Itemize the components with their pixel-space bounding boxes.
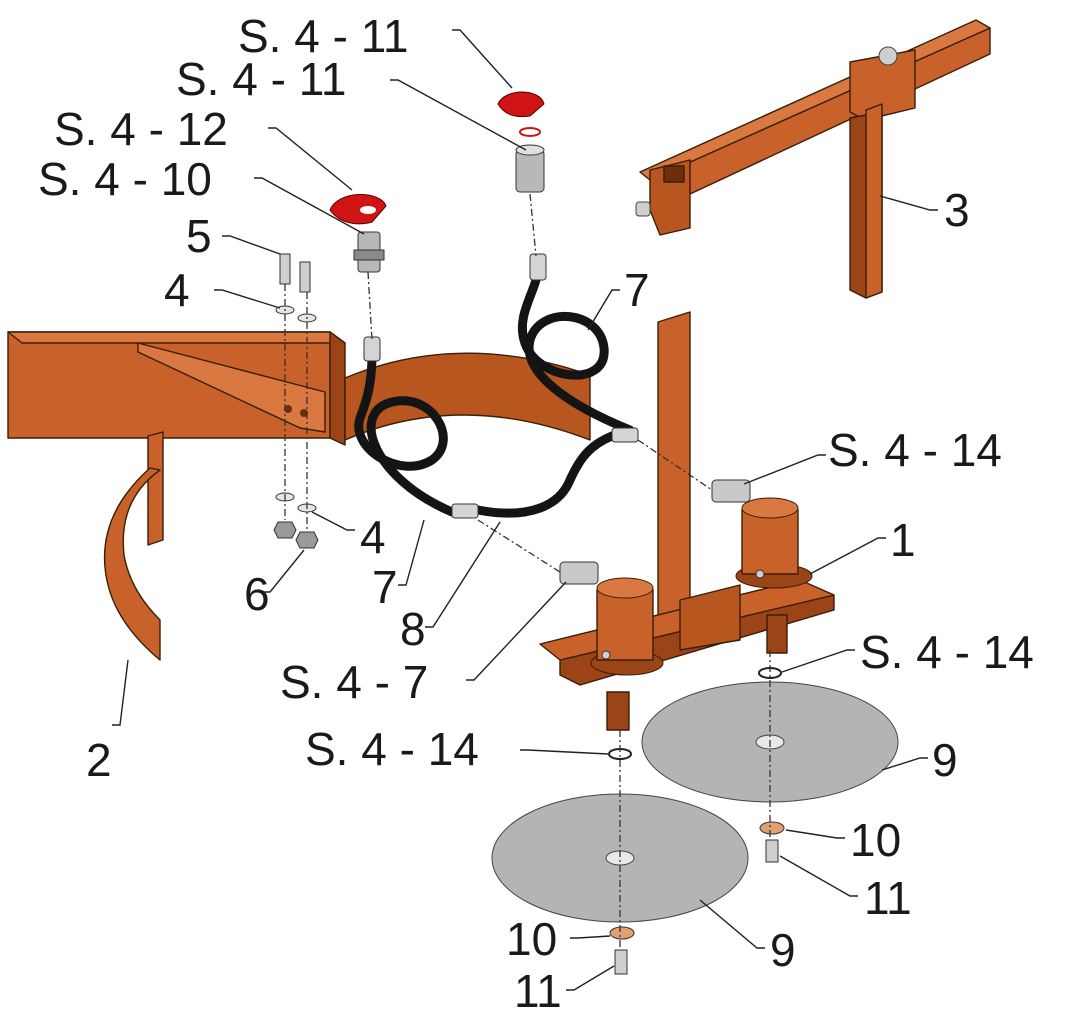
callout-1: 1 bbox=[890, 514, 916, 566]
callout-6: 6 bbox=[244, 568, 270, 620]
coupling-s4-10 bbox=[353, 231, 385, 273]
callout-s4-11-top: S. 4 - 11 bbox=[238, 10, 408, 62]
callout-11-left: 11 bbox=[514, 965, 562, 1011]
callout-4-bottom: 4 bbox=[360, 511, 386, 563]
callout-labels: S. 4 - 11 S. 4 - 11 S. 4 - 12 S. 4 - 10 … bbox=[38, 10, 1034, 1011]
callout-4-top: 4 bbox=[164, 264, 190, 316]
callout-9-left: 9 bbox=[770, 924, 796, 976]
hydraulic-hoses bbox=[354, 253, 639, 519]
valve-s4-7 bbox=[559, 561, 599, 585]
callout-s4-10: S. 4 - 10 bbox=[38, 153, 212, 205]
base-plate-part-1 bbox=[539, 311, 835, 731]
callout-s4-14-right: S. 4 - 14 bbox=[828, 424, 1002, 476]
callout-s4-14-lower: S. 4 - 14 bbox=[860, 626, 1034, 678]
callout-8: 8 bbox=[400, 603, 426, 655]
upper-bracket-part-3 bbox=[635, 19, 991, 299]
dust-cap-s4-11 bbox=[497, 91, 545, 118]
callout-9-right: 9 bbox=[932, 734, 958, 786]
dust-cap-s4-12 bbox=[329, 193, 387, 225]
callout-3: 3 bbox=[944, 184, 970, 236]
callout-10-right: 10 bbox=[850, 814, 901, 866]
callout-2: 2 bbox=[86, 734, 112, 786]
coupling-s4-11 bbox=[515, 127, 545, 193]
callout-s4-12: S. 4 - 12 bbox=[54, 103, 228, 155]
callout-5: 5 bbox=[186, 210, 212, 262]
callout-10-left: 10 bbox=[506, 913, 557, 965]
spacers-and-bolts bbox=[609, 821, 785, 975]
leader-lines bbox=[112, 29, 938, 991]
valve-s4-14 bbox=[711, 479, 751, 503]
assembly-axes bbox=[284, 193, 771, 950]
callout-7-left: 7 bbox=[372, 561, 398, 613]
star-disc-left bbox=[491, 793, 749, 923]
callout-11-right: 11 bbox=[864, 872, 912, 924]
bolts-washers-nuts bbox=[273, 253, 319, 549]
callout-s4-11-second: S. 4 - 11 bbox=[176, 53, 346, 105]
callout-s4-14-mid: S. 4 - 14 bbox=[305, 723, 479, 775]
frame-beam-part-2 bbox=[7, 331, 591, 661]
callout-7-right: 7 bbox=[624, 264, 650, 316]
callout-s4-7: S. 4 - 7 bbox=[280, 656, 428, 708]
